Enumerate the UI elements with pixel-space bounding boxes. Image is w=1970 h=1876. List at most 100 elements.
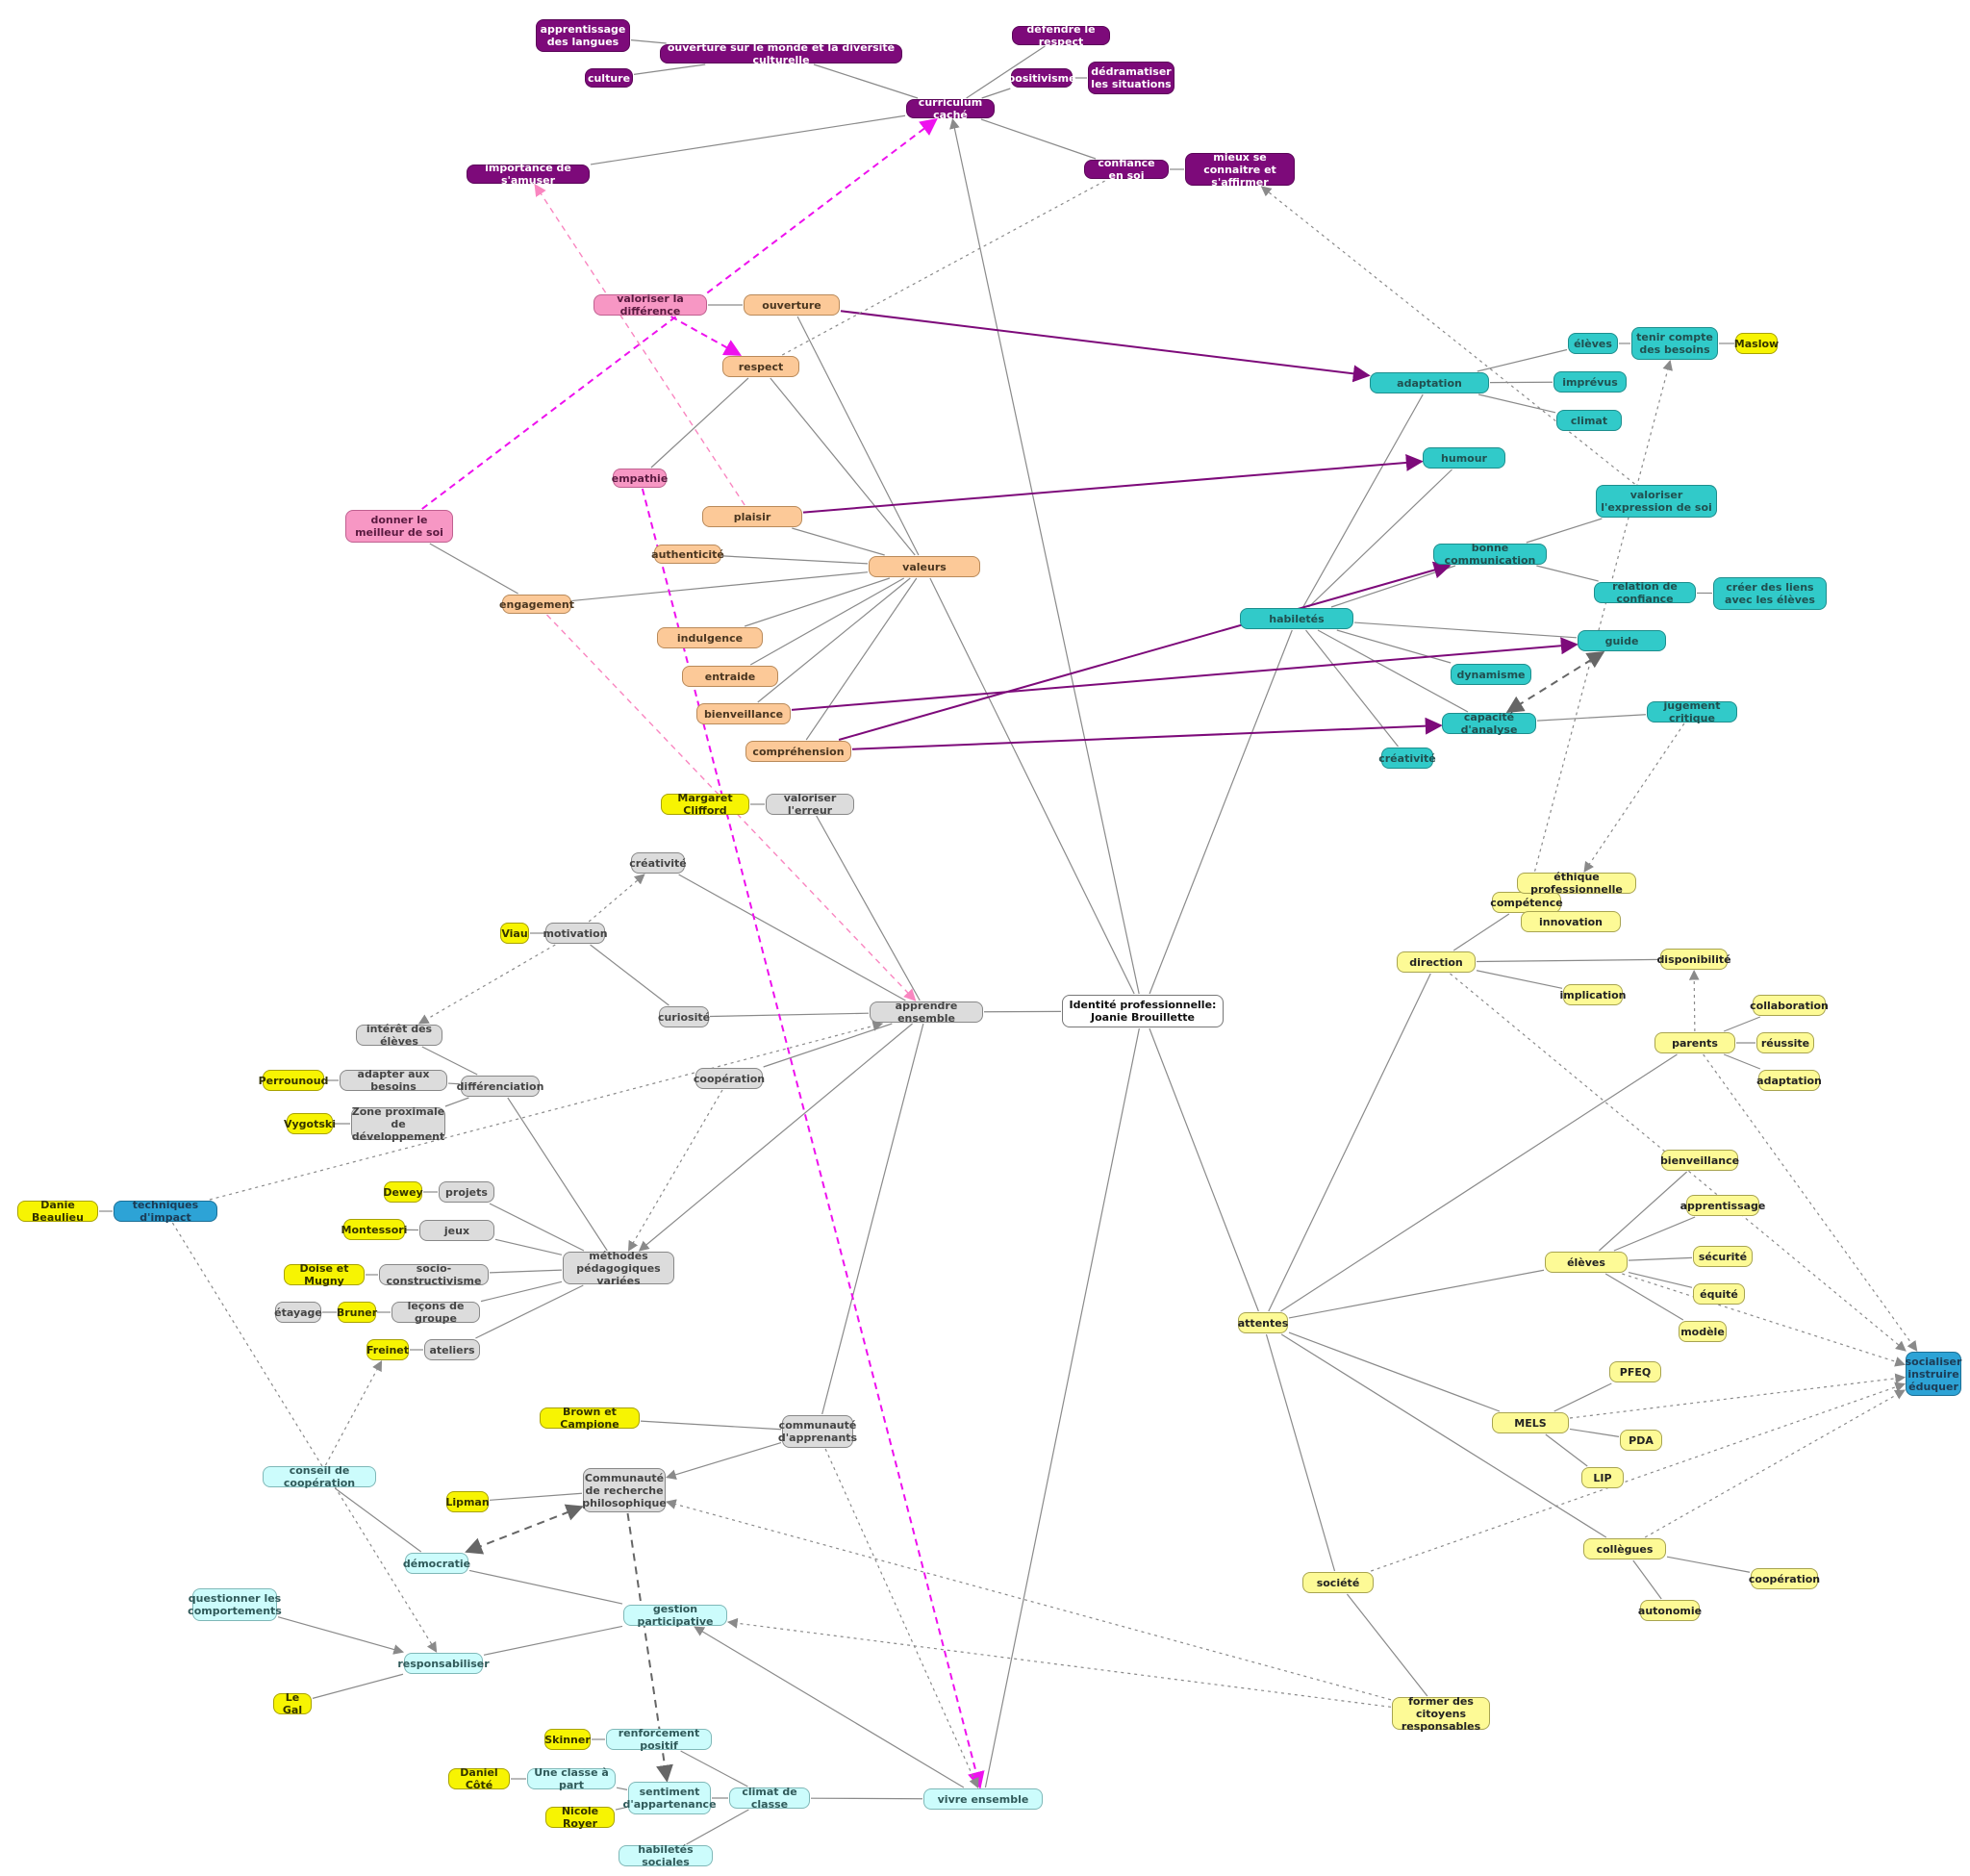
node-democratie[interactable]: démocratie (403, 1553, 470, 1574)
node-defendre[interactable]: défendre le respect (1012, 23, 1110, 48)
node-questionner[interactable]: questionner les comportements (188, 1588, 282, 1621)
node-tenir[interactable]: tenir compte des besoins (1631, 327, 1718, 360)
node-entraide[interactable]: entraide (682, 666, 778, 687)
node-lecons[interactable]: leçons de groupe (391, 1300, 480, 1325)
node-innovation[interactable]: innovation (1521, 911, 1621, 932)
node-eleves-t[interactable]: élèves (1568, 333, 1618, 354)
node-margaret[interactable]: Margaret Clifford (661, 792, 749, 817)
node-autonomie[interactable]: autonomie (1638, 1600, 1702, 1621)
node-creativite-t[interactable]: créativité (1378, 748, 1436, 769)
node-perrounoud[interactable]: Perrounoud (259, 1070, 328, 1091)
node-creativite-g[interactable]: créativité (629, 852, 687, 874)
node-montessori[interactable]: Montessori (341, 1219, 407, 1240)
node-root[interactable]: Identité professionnelle: Joanie Brouill… (1062, 995, 1224, 1027)
node-eleves-y[interactable]: élèves (1545, 1252, 1628, 1273)
node-hab-sociales[interactable]: habiletés sociales (619, 1843, 713, 1868)
node-relation-conf[interactable]: relation de confiance (1594, 580, 1696, 605)
node-guide[interactable]: guide (1578, 630, 1666, 651)
node-implication[interactable]: implication (1560, 984, 1627, 1005)
node-ateliers[interactable]: ateliers (424, 1339, 480, 1360)
node-empathie[interactable]: empathie (612, 469, 668, 488)
node-valoriser-diff[interactable]: valoriser la différence (594, 292, 707, 317)
node-ethique[interactable]: éthique professionnelle (1517, 871, 1636, 896)
node-skinner[interactable]: Skinner (544, 1729, 591, 1750)
node-danie[interactable]: Danie Beaulieu (17, 1199, 98, 1224)
node-dewey[interactable]: Dewey (383, 1181, 423, 1203)
node-equite[interactable]: équité (1693, 1283, 1745, 1305)
node-jugement[interactable]: jugement critique (1647, 699, 1737, 724)
node-disponibilite[interactable]: disponibilité (1656, 949, 1731, 970)
node-etayage[interactable]: étayage (274, 1302, 322, 1323)
node-climat[interactable]: climat (1556, 410, 1622, 431)
node-climat-classe[interactable]: climat de classe (729, 1786, 810, 1811)
node-ouverture-monde[interactable]: ouverture sur le monde et la diversité c… (660, 41, 902, 66)
node-attentes[interactable]: attentes (1238, 1312, 1288, 1333)
node-dedramatiser[interactable]: dédramatiser les situations (1088, 62, 1174, 94)
node-parents[interactable]: parents (1654, 1032, 1735, 1053)
node-val-expr[interactable]: valoriser l'expression de soi (1596, 485, 1717, 518)
node-legal[interactable]: Le Gal (273, 1691, 312, 1716)
node-mels[interactable]: MELS (1492, 1412, 1569, 1433)
node-ouverture[interactable]: ouverture (744, 294, 840, 316)
node-engagement[interactable]: engagement (499, 595, 574, 614)
node-sentiment[interactable]: sentiment d'appartenance (622, 1782, 717, 1814)
node-socio[interactable]: socio-constructivisme (379, 1262, 489, 1287)
node-pfeq[interactable]: PFEQ (1609, 1361, 1661, 1382)
node-cooperation-g[interactable]: coopération (694, 1068, 765, 1089)
node-pda[interactable]: PDA (1620, 1430, 1662, 1451)
node-comprehension[interactable]: compréhension (745, 741, 851, 762)
node-plaisir[interactable]: plaisir (702, 506, 802, 527)
node-jeux[interactable]: jeux (419, 1220, 494, 1241)
node-lip[interactable]: LIP (1581, 1467, 1624, 1488)
node-positivisme[interactable]: positivisme (1007, 68, 1076, 88)
node-maslow[interactable]: Maslow (1734, 333, 1779, 354)
node-viau[interactable]: Viau (500, 923, 529, 944)
node-adapter[interactable]: adapter aux besoins (340, 1068, 447, 1093)
node-conseil[interactable]: conseil de coopération (263, 1464, 376, 1489)
node-capacite[interactable]: capacité d'analyse (1442, 711, 1536, 736)
node-meilleur[interactable]: donner le meilleur de soi (345, 510, 453, 543)
node-adaptation-y[interactable]: adaptation (1756, 1070, 1822, 1091)
node-collaboration[interactable]: collaboration (1750, 995, 1829, 1016)
node-modele[interactable]: modèle (1679, 1321, 1727, 1342)
node-techniques[interactable]: techniques d'impact (114, 1199, 217, 1224)
node-gestion[interactable]: gestion participative (623, 1603, 727, 1628)
node-app-langues[interactable]: apprentissage des langues (536, 19, 630, 52)
node-classe-part[interactable]: Une classe à part (527, 1766, 616, 1791)
node-citoyens[interactable]: former des citoyens responsables (1392, 1695, 1490, 1733)
node-differenciation[interactable]: différenciation (457, 1076, 543, 1097)
node-reussite[interactable]: réussite (1756, 1032, 1814, 1053)
node-socialiser[interactable]: socialiser instruire éduquer (1906, 1352, 1961, 1396)
node-valeurs[interactable]: valeurs (869, 556, 980, 577)
node-confiance[interactable]: confiance en soi (1084, 157, 1169, 182)
node-authenticite[interactable]: authenticité (651, 545, 724, 564)
node-vivre[interactable]: vivre ensemble (923, 1788, 1043, 1810)
node-app-ensemble[interactable]: apprendre ensemble (870, 1000, 983, 1025)
node-val-erreur[interactable]: valoriser l'erreur (766, 792, 854, 817)
node-freinet[interactable]: Freinet (366, 1339, 409, 1360)
node-zpd[interactable]: Zone proximale de développement (351, 1104, 445, 1143)
node-curriculum[interactable]: curriculum caché (906, 96, 995, 121)
node-interet[interactable]: intérêt des élèves (356, 1023, 442, 1048)
node-nicole[interactable]: Nicole Royer (545, 1805, 615, 1830)
node-bonne-comm[interactable]: bonne communication (1433, 542, 1547, 567)
node-respect[interactable]: respect (722, 356, 799, 377)
node-vygotski[interactable]: Vygotski (284, 1113, 336, 1134)
node-direction[interactable]: direction (1397, 951, 1476, 973)
node-societe[interactable]: société (1302, 1572, 1374, 1593)
node-methodes[interactable]: méthodes pédagogiques variées (563, 1250, 674, 1287)
node-brown[interactable]: Brown et Campione (540, 1406, 640, 1431)
node-collegues[interactable]: collègues (1583, 1538, 1666, 1559)
node-curiosite[interactable]: curiosité (658, 1006, 710, 1027)
node-cooperation-y[interactable]: coopération (1749, 1568, 1820, 1589)
node-doise[interactable]: Doise et Mugny (284, 1262, 365, 1287)
node-bruner[interactable]: Bruner (337, 1302, 377, 1323)
node-culture[interactable]: culture (585, 68, 633, 88)
node-lipman[interactable]: Lipman (445, 1491, 490, 1512)
node-motivation[interactable]: motivation (543, 923, 608, 944)
node-adaptation-t[interactable]: adaptation (1370, 372, 1489, 393)
node-creer-liens[interactable]: créer des liens avec les élèves (1713, 577, 1827, 610)
node-securite[interactable]: sécurité (1693, 1246, 1753, 1267)
node-renforcement[interactable]: renforcement positif (606, 1727, 712, 1752)
node-dynamisme[interactable]: dynamisme (1451, 664, 1531, 685)
